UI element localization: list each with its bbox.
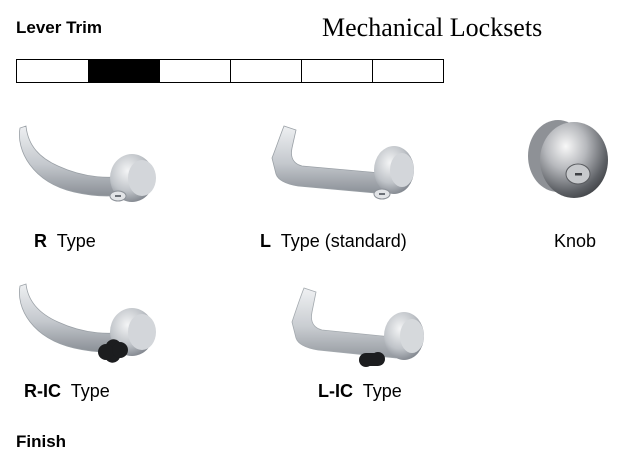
l-ic-type-lever-icon (291, 287, 424, 367)
caption-label: Type (70, 381, 110, 401)
tab-cell (372, 60, 443, 82)
caption-label: Type (56, 231, 96, 251)
caption-r-ic-type: R-IC Type (24, 381, 110, 402)
tab-cell (301, 60, 372, 82)
tab-strip (16, 59, 444, 83)
finish-heading: Finish (16, 432, 67, 451)
knob-icon (528, 120, 608, 198)
caption-code: L (260, 231, 271, 251)
r-ic-type-lever-icon (19, 283, 156, 363)
tab-cell (230, 60, 301, 82)
caption-label: Type (standard) (280, 231, 407, 251)
r-type-lever-icon (19, 125, 156, 202)
l-type-lever-icon (271, 125, 414, 200)
tab-cell (159, 60, 230, 82)
caption-code: L-IC (318, 381, 353, 401)
caption-l-ic-type: L-IC Type (318, 381, 402, 402)
document-title: Mechanical Locksets (322, 13, 543, 42)
caption-r-type: R Type (34, 231, 96, 252)
caption-label: Type (362, 381, 402, 401)
caption-knob: Knob (554, 231, 596, 252)
tab-cell (17, 60, 88, 82)
caption-l-type: L Type (standard) (260, 231, 407, 252)
caption-code: R-IC (24, 381, 61, 401)
tab-cell-active (88, 60, 159, 82)
caption-label: Knob (554, 231, 597, 251)
caption-code: R (34, 231, 47, 251)
section-title: Lever Trim (16, 18, 102, 37)
